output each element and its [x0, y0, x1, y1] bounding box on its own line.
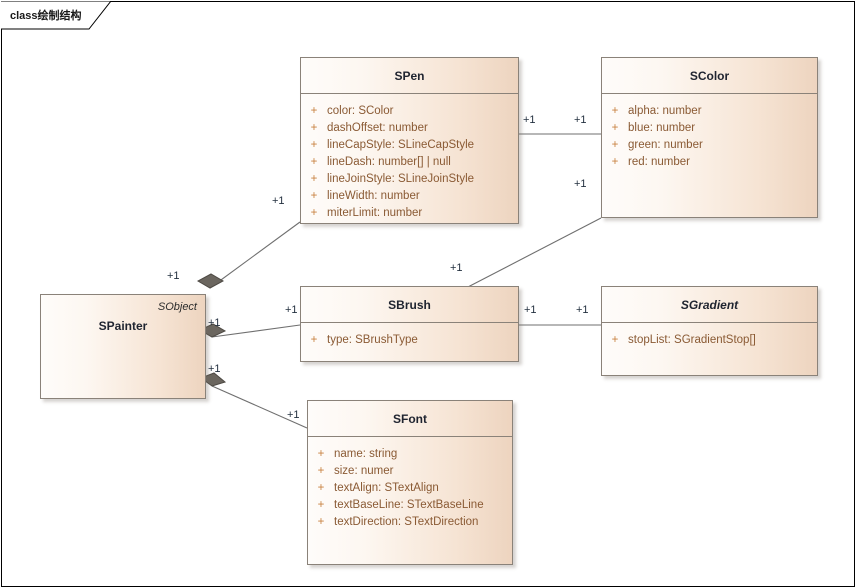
visibility-marker: + [310, 207, 318, 219]
attribute-row: + name: string [308, 446, 512, 463]
attribute-row: + stopList: SGradientStop[] [602, 332, 817, 349]
visibility-marker: + [310, 334, 318, 346]
class-attributes-sfont: + name: string + size: numer + textAlign: S… [308, 437, 512, 531]
class-header-spen: SPen [301, 58, 518, 94]
class-name-spen: SPen [394, 69, 425, 83]
attribute-row: + type: SBrushType [301, 332, 518, 349]
class-box-spen[interactable]: SPen + color: SColor + dashOffset: number … [300, 57, 519, 224]
visibility-marker: + [310, 139, 318, 151]
attribute-signature: name: string [334, 448, 398, 460]
multiplicity-label-painter-pen: +1 [167, 270, 180, 282]
class-header-scolor: SColor [602, 58, 817, 94]
visibility-marker: + [310, 122, 318, 134]
class-header-sbrush: SBrush [301, 287, 518, 323]
visibility-marker: + [611, 156, 619, 168]
visibility-marker: + [317, 499, 325, 511]
visibility-marker: + [317, 448, 325, 460]
attribute-signature: textBaseLine: STextBaseLine [334, 499, 484, 511]
attribute-signature: type: SBrushType [327, 334, 418, 346]
attribute-signature: stopList: SGradientStop[] [628, 334, 756, 346]
attribute-signature: lineJoinStyle: SLineJoinStyle [327, 173, 475, 185]
attribute-row: + textAlign: STextAlign [308, 480, 512, 497]
attribute-signature: color: SColor [327, 105, 394, 117]
class-name-sbrush: SBrush [388, 298, 431, 312]
multiplicity-label-color-pen: +1 [574, 114, 587, 126]
diagram-frame-label: class绘制结构 [10, 10, 82, 22]
attribute-row: + textBaseLine: STextBaseLine [308, 497, 512, 514]
multiplicity-label-painter-brush: +1 [208, 317, 221, 329]
class-name-scolor: SColor [689, 69, 730, 83]
class-attributes-spen: + color: SColor + dashOffset: number + line… [301, 94, 518, 222]
class-box-sbrush[interactable]: SBrush + type: SBrushType [300, 286, 519, 362]
multiplicity-label-painter-font: +1 [208, 363, 221, 375]
attribute-row: + lineJoinStyle: SLineJoinStyle [301, 171, 518, 188]
visibility-marker: + [317, 516, 325, 528]
multiplicity-label-brush-source: +1 [285, 304, 298, 316]
class-stereotype-spainter: SObject [157, 301, 197, 313]
multiplicity-label-pen-target: +1 [523, 114, 536, 126]
frame-tab-shape [1, 1, 112, 30]
class-attributes-scolor: + alpha: number + blue: number + green: num… [602, 94, 817, 171]
attribute-signature: blue: number [628, 122, 696, 134]
multiplicity-label-gradient-left: +1 [576, 304, 589, 316]
multiplicity-label-pen-source: +1 [272, 195, 285, 207]
class-box-sgradient[interactable]: SGradient + stopList: SGradientStop[] [601, 286, 818, 376]
attribute-row: + lineWidth: number [301, 188, 518, 205]
multiplicity-label-brush-gradient: +1 [524, 304, 537, 316]
class-attributes-sgradient: + stopList: SGradientStop[] [602, 323, 817, 349]
class-box-scolor[interactable]: SColor + alpha: number + blue: number + gre… [601, 57, 818, 218]
attribute-signature: textDirection: STextDirection [334, 516, 479, 528]
attribute-signature: miterLimit: number [327, 207, 423, 219]
attribute-signature: lineDash: number[] | null [327, 156, 451, 168]
visibility-marker: + [611, 122, 619, 134]
attribute-signature: red: number [628, 156, 691, 168]
multiplicity-label-font-left: +1 [287, 409, 300, 421]
class-attributes-sbrush: + type: SBrushType [301, 323, 518, 349]
attribute-row: + blue: number [602, 120, 817, 137]
attribute-row: + red: number [602, 154, 817, 171]
attribute-row: + color: SColor [301, 103, 518, 120]
connector-painter-pen[interactable] [196, 221, 301, 289]
connector-brush-color[interactable] [465, 217, 602, 289]
attribute-signature: lineWidth: number [327, 190, 420, 202]
class-name-spainter: SPainter [98, 319, 148, 333]
attribute-signature: lineCapStyle: SLineCapStyle [327, 139, 475, 151]
visibility-marker: + [611, 105, 619, 117]
class-box-sfont[interactable]: SFont + name: string + size: numer + textAl… [307, 400, 513, 565]
visibility-marker: + [611, 334, 619, 346]
visibility-marker: + [317, 465, 325, 477]
attribute-row: + miterLimit: number [301, 205, 518, 222]
multiplicity-label-color-brush: +1 [574, 178, 587, 190]
class-header-sfont: SFont [308, 401, 512, 437]
attribute-signature: alpha: number [628, 105, 702, 117]
attribute-signature: textAlign: STextAlign [334, 482, 439, 494]
visibility-marker: + [611, 139, 619, 151]
attribute-signature: green: number [628, 139, 703, 151]
visibility-marker: + [310, 156, 318, 168]
multiplicity-label-brush-color: +1 [450, 262, 463, 274]
diagram-frame-tab: class绘制结构 [1, 1, 112, 30]
class-header-spainter: SObject SPainter [41, 295, 205, 333]
attribute-row: + lineCapStyle: SLineCapStyle [301, 137, 518, 154]
visibility-marker: + [310, 190, 318, 202]
attribute-signature: size: numer [334, 465, 394, 477]
class-name-sfont: SFont [393, 412, 427, 426]
visibility-marker: + [310, 105, 318, 117]
attribute-row: + textDirection: STextDirection [308, 514, 512, 531]
attribute-row: + dashOffset: number [301, 120, 518, 137]
attribute-signature: dashOffset: number [327, 122, 428, 134]
attribute-row: + size: numer [308, 463, 512, 480]
attribute-row: + alpha: number [602, 103, 817, 120]
attribute-row: + green: number [602, 137, 817, 154]
visibility-marker: + [310, 173, 318, 185]
class-box-spainter[interactable]: SObject SPainter [40, 294, 206, 399]
attribute-row: + lineDash: number[] | null [301, 154, 518, 171]
visibility-marker: + [317, 482, 325, 494]
class-header-sgradient: SGradient [602, 287, 817, 323]
class-name-sgradient: SGradient [680, 298, 739, 312]
